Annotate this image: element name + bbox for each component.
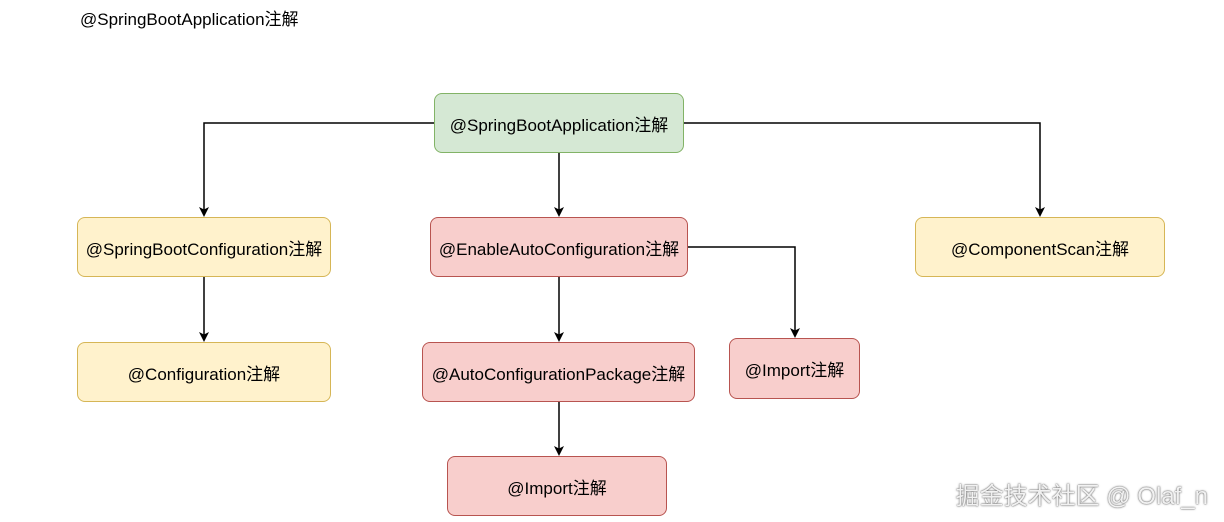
watermark: 掘金技术社区 @ Olaf_n [955, 483, 1208, 510]
node-springbootapplication: @SpringBootApplication注解 [434, 93, 684, 153]
node-label: @SpringBootApplication注解 [449, 115, 669, 135]
node-label: @Configuration注解 [127, 364, 281, 384]
edge-enableautoconfiguration-to-import [688, 246, 800, 338]
page-title: @SpringBootApplication注解 [80, 10, 299, 29]
node-autoconfigurationpackage: @AutoConfigurationPackage注解 [422, 342, 695, 402]
node-import-enableautoconfiguration: @Import注解 [729, 338, 860, 399]
node-componentscan: @ComponentScan注解 [915, 217, 1165, 277]
node-label: @EnableAutoConfiguration注解 [438, 239, 680, 259]
node-label: @AutoConfigurationPackage注解 [431, 364, 686, 384]
edge-root-to-componentscan [684, 122, 1045, 217]
node-import-autoconfigurationpackage: @Import注解 [447, 456, 667, 516]
node-label: @ComponentScan注解 [951, 239, 1129, 259]
node-label: @Import注解 [507, 478, 607, 498]
edge-root-to-springbootconfiguration [199, 122, 434, 217]
node-enableautoconfiguration: @EnableAutoConfiguration注解 [430, 217, 688, 277]
node-label: @SpringBootConfiguration注解 [85, 239, 323, 259]
node-configuration: @Configuration注解 [77, 342, 331, 402]
node-label: @Import注解 [744, 361, 845, 380]
node-springbootconfiguration: @SpringBootConfiguration注解 [77, 217, 331, 277]
